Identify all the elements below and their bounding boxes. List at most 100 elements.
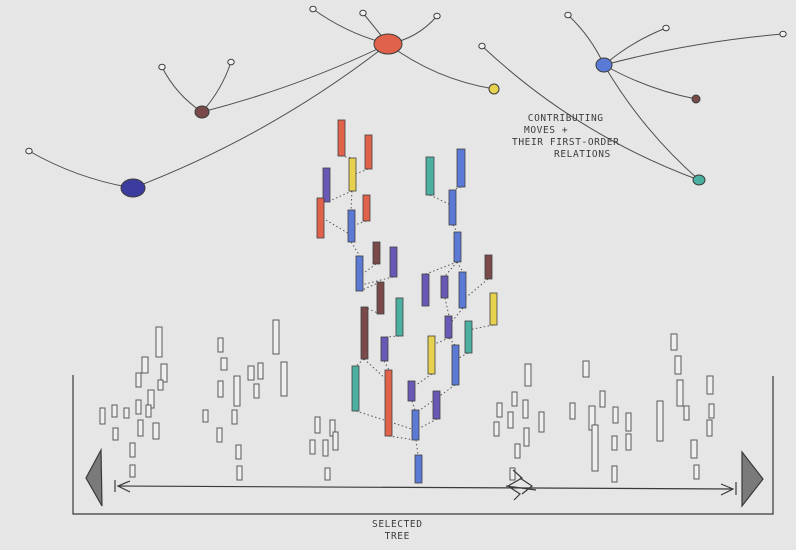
right-triangle-icon (741, 450, 764, 508)
other-move-bar (493, 421, 500, 437)
move-bar (448, 189, 457, 226)
other-move-bar (708, 403, 715, 419)
tree-link (444, 297, 450, 317)
other-move-bar (706, 419, 713, 437)
tree-link (431, 337, 450, 346)
move-node (120, 178, 146, 198)
move-bar (395, 297, 404, 337)
move-bar (347, 209, 356, 243)
other-move-bar (220, 357, 228, 371)
move-node (194, 105, 210, 119)
move-bar (444, 315, 453, 339)
relation-line (201, 61, 232, 113)
other-move-bar (160, 363, 168, 383)
axis-right-arrowhead (720, 483, 735, 496)
move-bar (380, 336, 389, 362)
move-bar (337, 119, 346, 157)
move-bar (322, 167, 331, 203)
other-move-bar (611, 465, 618, 483)
other-move-bar (272, 319, 280, 355)
leaf-node (779, 30, 787, 38)
tree-link (415, 373, 433, 386)
tree-link (326, 190, 353, 203)
selected-tree-caption: Selected tree (372, 519, 423, 543)
other-move-bar (683, 405, 690, 421)
other-move-bar (611, 435, 618, 451)
other-move-bar (612, 406, 619, 424)
move-bar (425, 156, 435, 196)
relation-line (132, 43, 389, 189)
other-move-bar (514, 443, 521, 459)
other-move-bar (538, 411, 545, 433)
contributing-moves-caption: Contributing moves + their first-order r… (512, 113, 619, 161)
other-move-bar (217, 380, 224, 398)
relation-line (567, 14, 605, 66)
other-move-bar (111, 404, 118, 418)
other-move-bar (202, 409, 209, 423)
move-bar (414, 454, 423, 484)
other-move-bar (129, 442, 136, 458)
tree-link (415, 439, 419, 456)
tree-link (325, 219, 352, 236)
move-bar (440, 275, 449, 299)
tree-link (448, 337, 456, 346)
move-bar (376, 281, 385, 315)
other-move-bar (582, 360, 590, 378)
leaf-node (478, 42, 486, 50)
other-move-bar (129, 464, 136, 478)
other-move-bar (625, 433, 632, 451)
other-move-bar (524, 363, 532, 387)
relation-line (603, 27, 667, 66)
leaf-node (227, 58, 235, 66)
other-move-bar (507, 411, 514, 429)
caption-line: relations (554, 149, 611, 160)
other-move-bar (569, 402, 576, 420)
other-move-bar (155, 326, 163, 358)
other-move-bar (511, 391, 518, 407)
other-move-bar (231, 409, 238, 425)
move-bar (407, 380, 416, 402)
other-move-bar (496, 402, 503, 418)
other-move-bar (123, 407, 130, 419)
leaf-node (433, 12, 441, 20)
other-move-bar (257, 362, 264, 380)
move-bar (456, 148, 466, 188)
other-move-bar (690, 439, 698, 459)
tree-link (452, 186, 462, 191)
other-move-bar (522, 399, 529, 419)
caption-line: moves + (524, 125, 569, 136)
move-bar (421, 273, 430, 307)
move-node (692, 174, 706, 186)
other-move-bar (591, 424, 599, 472)
other-move-bar (324, 467, 331, 481)
relation-line (603, 33, 784, 66)
relation-line (387, 43, 495, 90)
move-bar (362, 194, 371, 222)
move-bar (489, 292, 498, 326)
other-move-bar (523, 427, 530, 447)
leaf-node (25, 147, 33, 155)
move-node (488, 83, 500, 95)
timeline-axis (117, 485, 734, 490)
selected-tree-frame (72, 375, 774, 515)
other-move-bar (135, 399, 142, 415)
other-move-bar (280, 361, 288, 397)
tree-link (350, 241, 361, 257)
other-move-bar (674, 355, 682, 375)
relation-line (603, 64, 700, 181)
tree-link (429, 194, 452, 206)
other-move-bar (332, 431, 339, 451)
relation-line (603, 64, 697, 100)
other-move-bar (670, 333, 678, 351)
tree-link (388, 435, 416, 441)
tree-link (383, 360, 390, 371)
other-move-bar (99, 407, 106, 425)
other-move-bar (314, 416, 321, 434)
other-move-bar (157, 379, 164, 391)
axis-left-arrowhead (116, 480, 131, 493)
move-bar (364, 134, 373, 170)
move-bar (464, 320, 473, 354)
relation-line (201, 43, 389, 113)
other-move-bar (322, 439, 329, 457)
